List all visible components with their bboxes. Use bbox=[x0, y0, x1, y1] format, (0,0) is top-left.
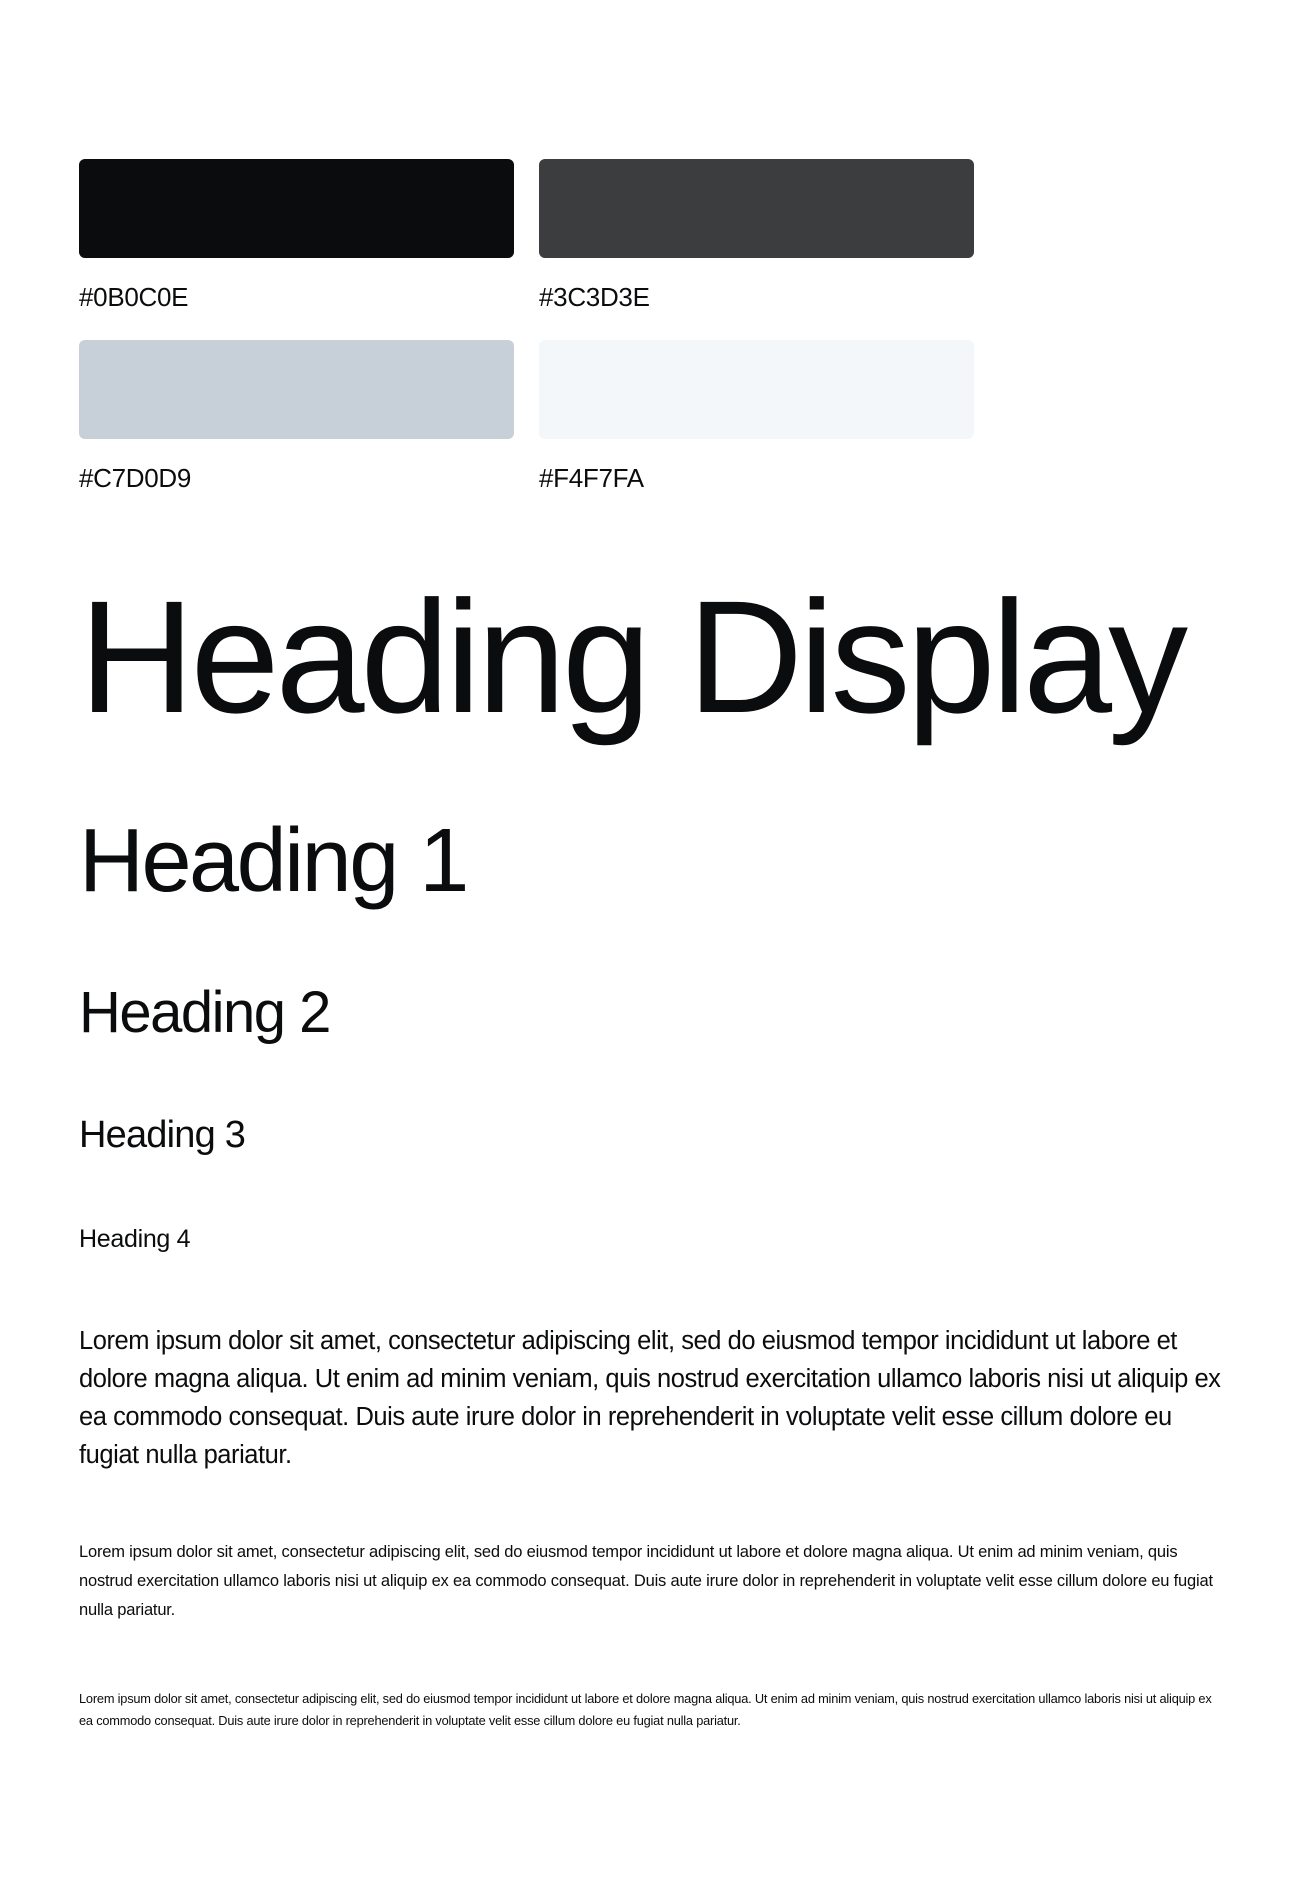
color-swatch-0b0c0e bbox=[79, 159, 514, 258]
heading-2: Heading 2 bbox=[79, 980, 331, 1045]
color-swatch-c7d0d9 bbox=[79, 340, 514, 439]
heading-4: Heading 4 bbox=[79, 1225, 191, 1253]
body-text-large: Lorem ipsum dolor sit amet, consectetur … bbox=[79, 1327, 1221, 1469]
color-swatch-3c3d3e bbox=[539, 159, 974, 258]
heading-3: Heading 3 bbox=[79, 1114, 246, 1156]
body-text-small: Lorem ipsum dolor sit amet, consectetur … bbox=[79, 1691, 1212, 1728]
swatch-hex-label: #F4F7FA bbox=[539, 463, 644, 493]
heading-1: Heading 1 bbox=[79, 811, 469, 911]
color-swatch-f4f7fa bbox=[539, 340, 974, 439]
swatch-hex-label: #3C3D3E bbox=[539, 282, 650, 312]
heading-display: Heading Display bbox=[79, 567, 1188, 746]
body-text-medium: Lorem ipsum dolor sit amet, consectetur … bbox=[79, 1543, 1213, 1619]
swatch-hex-label: #0B0C0E bbox=[79, 282, 189, 312]
swatch-hex-label: #C7D0D9 bbox=[79, 463, 192, 493]
